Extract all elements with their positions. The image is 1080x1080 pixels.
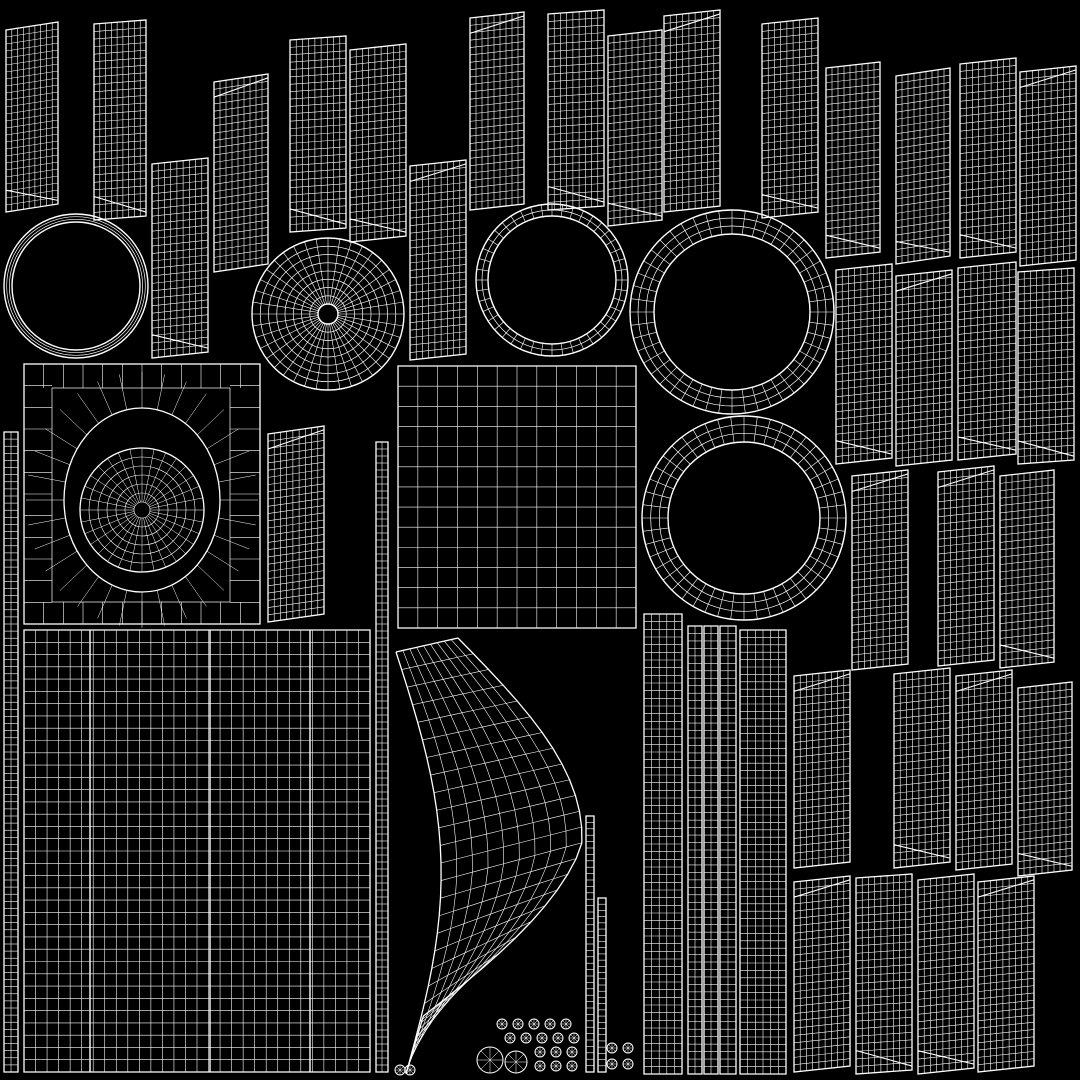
strip-island <box>937 465 995 667</box>
strip-island <box>793 875 851 1073</box>
small-circle-island <box>622 1058 634 1070</box>
strip-island <box>289 35 347 233</box>
small-circle-islands <box>394 1018 634 1076</box>
thin-strip <box>3 431 19 1073</box>
small-circle-island <box>544 1018 556 1030</box>
small-circle-island <box>476 1046 504 1074</box>
thin-strip <box>375 441 389 1073</box>
small-circle-island <box>504 1050 528 1074</box>
strip-island <box>663 9 721 213</box>
strip-island <box>825 61 881 259</box>
disc-island <box>251 237 405 391</box>
strip-island <box>917 873 975 1075</box>
thin-strip <box>585 815 595 1073</box>
thin-ring-island <box>3 213 149 359</box>
thin-strip <box>703 625 719 1075</box>
small-circle-island <box>536 1032 548 1044</box>
small-circle-island <box>534 1046 546 1058</box>
thin-strip <box>597 897 607 1073</box>
strip-island <box>959 57 1017 259</box>
small-circle-island <box>550 1046 562 1058</box>
strip-island <box>761 17 819 219</box>
strip-island <box>607 29 663 227</box>
strip-island <box>793 669 851 869</box>
strip-island <box>957 261 1017 461</box>
curved-grid-island <box>395 637 583 1075</box>
strip-island <box>999 469 1055 669</box>
radial-square-island <box>23 363 261 628</box>
strip-island <box>547 9 605 211</box>
grid-islands <box>23 365 637 1075</box>
strip-island <box>835 263 893 465</box>
strip-island <box>349 43 407 243</box>
small-circle-island <box>550 1060 562 1072</box>
small-circle-island <box>566 1046 578 1058</box>
strip-island <box>1017 681 1073 877</box>
small-circle-island <box>566 1060 578 1072</box>
small-circle-island <box>520 1032 532 1044</box>
small-circle-island <box>404 1064 416 1076</box>
small-circle-island <box>512 1018 524 1030</box>
thin-strip <box>739 629 787 1075</box>
strip-island <box>855 873 913 1075</box>
strip-island <box>851 469 909 671</box>
strip-island <box>469 11 525 211</box>
ring-islands <box>3 203 847 628</box>
ring-island <box>475 203 629 357</box>
small-circle-island <box>534 1060 546 1072</box>
strip-island <box>267 425 325 623</box>
strip-islands <box>3 9 1077 1075</box>
thin-strip <box>719 625 737 1075</box>
strip-island <box>977 875 1035 1073</box>
strip-island <box>895 67 951 265</box>
strip-island <box>895 269 953 467</box>
small-circle-island <box>560 1018 572 1030</box>
strip-island <box>5 21 59 213</box>
large-grid-island <box>23 629 371 1073</box>
square-grid-island <box>397 365 637 629</box>
thin-strip <box>687 625 703 1075</box>
small-circle-island <box>496 1018 508 1030</box>
small-circle-island <box>568 1032 580 1044</box>
small-circle-island <box>622 1042 634 1054</box>
strip-island <box>893 667 951 869</box>
thin-strip <box>643 613 683 1075</box>
small-circle-island <box>528 1018 540 1030</box>
small-circle-island <box>606 1058 618 1070</box>
strip-island <box>1017 267 1075 465</box>
strip-island <box>151 157 209 359</box>
small-circle-island <box>394 1064 406 1076</box>
small-circle-island <box>606 1042 618 1054</box>
small-circle-island <box>552 1032 564 1044</box>
small-circle-island <box>504 1032 516 1044</box>
wide-ring-island <box>629 209 835 415</box>
strip-island <box>409 159 467 361</box>
strip-island <box>213 73 269 273</box>
strip-island <box>93 19 147 221</box>
wide-ring-island <box>641 415 847 621</box>
strip-island <box>1019 65 1077 267</box>
strip-island <box>955 669 1013 871</box>
